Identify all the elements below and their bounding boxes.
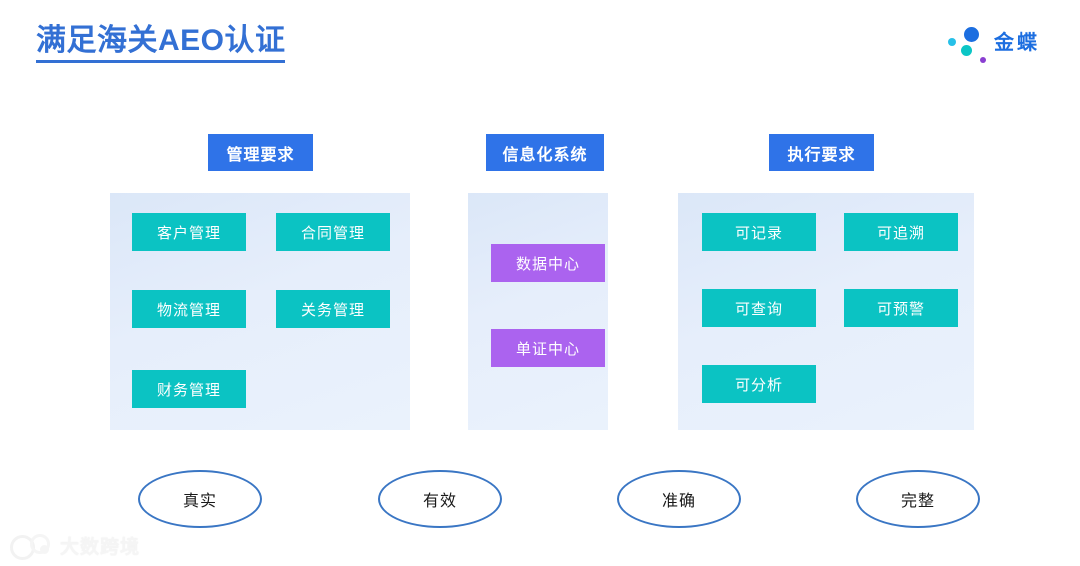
watermark-text: 大数跨境: [60, 536, 141, 558]
outcome-ellipse-complete: 完整: [856, 470, 980, 528]
brand-logo: 金蝶: [944, 22, 1054, 66]
logo-dot-purple-icon: [980, 57, 986, 63]
watermark-logo-icon: [8, 532, 54, 560]
chip-analyzable: 可分析: [702, 365, 816, 403]
logo-dot-teal-icon: [961, 45, 972, 56]
outcome-ellipse-authentic: 真实: [138, 470, 262, 528]
column-header-information-system: 信息化系统: [486, 134, 604, 171]
chip-customer-management: 客户管理: [132, 213, 246, 251]
outcome-ellipse-valid: 有效: [378, 470, 502, 528]
logo-dot-blue-icon: [964, 27, 979, 42]
chip-logistics-management: 物流管理: [132, 290, 246, 328]
chip-document-center: 单证中心: [491, 329, 605, 367]
watermark: 大数跨境: [8, 530, 140, 560]
column-header-management: 管理要求: [208, 134, 313, 171]
title-underline: [36, 60, 285, 63]
logo-dot-cyan-icon: [948, 38, 956, 46]
chip-customs-management: 关务管理: [276, 290, 390, 328]
chip-alertable: 可预警: [844, 289, 958, 327]
chip-data-center: 数据中心: [491, 244, 605, 282]
column-header-execution: 执行要求: [769, 134, 874, 171]
outcome-ellipse-accurate: 准确: [617, 470, 741, 528]
chip-contract-management: 合同管理: [276, 213, 390, 251]
panel-information-system: [468, 193, 608, 430]
chip-traceable: 可追溯: [844, 213, 958, 251]
chip-recordable: 可记录: [702, 213, 816, 251]
page-title: 满足海关AEO认证: [36, 24, 286, 57]
chip-queryable: 可查询: [702, 289, 816, 327]
brand-name: 金蝶: [994, 32, 1040, 54]
chip-finance-management: 财务管理: [132, 370, 246, 408]
